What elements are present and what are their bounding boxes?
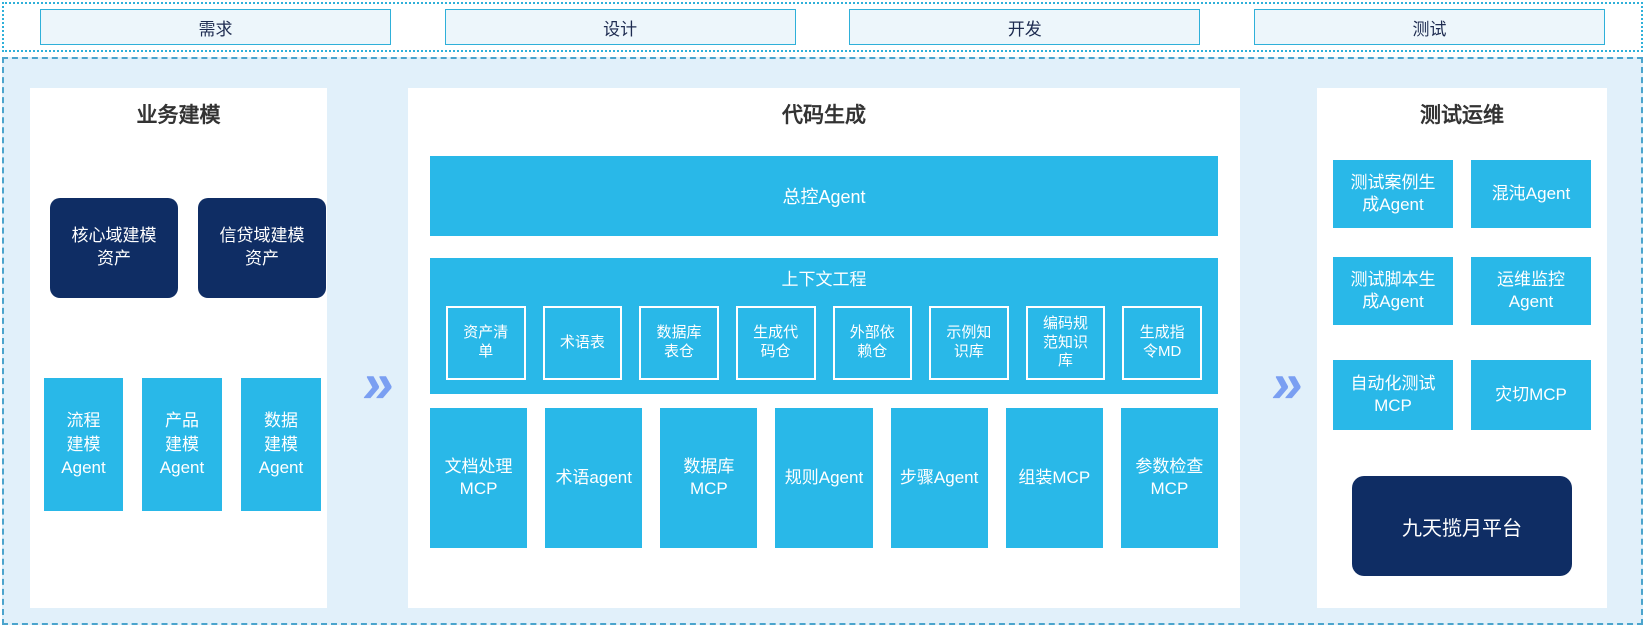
terminology-agent-box: 术语agent — [545, 408, 643, 548]
credit-domain-modeling-assets-box: 信贷域建模 资产 — [198, 198, 326, 298]
business-modeling-panel: 业务建模 核心域建模 资产 信贷域建模 资产 流程 建模 Agent 产品 建模… — [30, 88, 327, 608]
code-generation-panel: 代码生成 总控Agent 上下文工程 资产清 单 术语表 数据库 表仓 生成代 … — [408, 88, 1240, 608]
assembly-mcp-box: 组装MCP — [1005, 408, 1103, 548]
generated-code-repo-box: 生成代 码仓 — [735, 306, 816, 380]
core-domain-modeling-assets-box: 核心域建模 资产 — [50, 198, 178, 298]
process-modeling-agent-box: 流程 建模 Agent — [44, 378, 123, 511]
data-modeling-agent-box: 数据 建模 Agent — [241, 378, 321, 511]
database-mcp-box: 数据库 MCP — [660, 408, 758, 548]
test-ops-title: 测试运维 — [1420, 104, 1504, 127]
test-script-generation-agent-box: 测试脚本生 成Agent — [1333, 257, 1453, 325]
external-dependency-repo-box: 外部依 赖仓 — [832, 306, 913, 380]
document-processing-mcp-box: 文档处理 MCP — [430, 408, 528, 548]
coding-standard-knowledge-base-box: 编码规 范知识 库 — [1025, 306, 1106, 380]
phase-development: 开发 — [849, 9, 1201, 45]
test-case-generation-agent-box: 测试案例生 成Agent — [1333, 160, 1453, 228]
disaster-switch-mcp-box: 灾切MCP — [1471, 360, 1591, 430]
database-table-repo-box: 数据库 表仓 — [639, 306, 719, 380]
rule-agent-box: 规则Agent — [775, 408, 873, 548]
glossary-box: 术语表 — [542, 306, 623, 380]
context-engineering-title: 上下文工程 — [781, 270, 867, 289]
phase-bar: 需求 设计 开发 测试 — [2, 2, 1643, 52]
phase-design: 设计 — [444, 9, 796, 45]
code-generation-title: 代码生成 — [782, 104, 866, 127]
test-ops-panel: 测试运维 测试案例生 成Agent 混沌Agent 测试脚本生 成Agent 运… — [1317, 88, 1607, 608]
code-generation-tools-row: 文档处理 MCP 术语agent 数据库 MCP 规则Agent 步骤Agent… — [430, 408, 1218, 548]
product-modeling-agent-box: 产品 建模 Agent — [142, 378, 222, 511]
automated-testing-mcp-box: 自动化测试 MCP — [1333, 360, 1453, 430]
business-modeling-title: 业务建模 — [136, 104, 221, 127]
jiutian-lanyue-platform-box: 九天揽月平台 — [1352, 476, 1572, 576]
step-agent-box: 步骤Agent — [890, 408, 988, 548]
asset-list-box: 资产清 单 — [446, 306, 526, 380]
phase-requirements: 需求 — [40, 9, 391, 45]
phase-testing: 测试 — [1253, 9, 1605, 45]
ops-monitoring-agent-box: 运维监控 Agent — [1471, 257, 1591, 325]
pipeline-container: 业务建模 核心域建模 资产 信贷域建模 资产 流程 建模 Agent 产品 建模… — [2, 57, 1643, 625]
context-engineering-box: 上下文工程 资产清 单 术语表 数据库 表仓 生成代 码仓 外部依 赖仓 示例知… — [430, 258, 1218, 394]
generation-instruction-md-box: 生成指 令MD — [1122, 306, 1202, 380]
master-control-agent-bar: 总控Agent — [430, 156, 1218, 236]
context-engineering-items: 资产清 单 术语表 数据库 表仓 生成代 码仓 外部依 赖仓 示例知 识库 编码… — [446, 306, 1202, 380]
example-knowledge-base-box: 示例知 识库 — [929, 306, 1009, 380]
parameter-check-mcp-box: 参数检查 MCP — [1120, 408, 1218, 548]
chaos-agent-box: 混沌Agent — [1471, 160, 1591, 228]
